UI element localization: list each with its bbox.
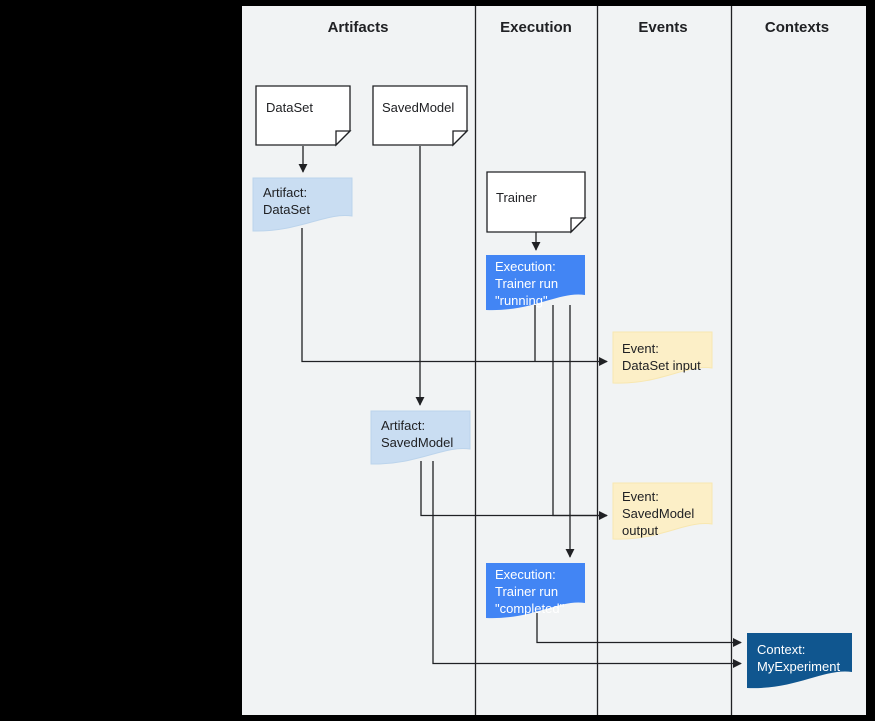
- hit-context-myexperiment[interactable]: [747, 633, 852, 688]
- hit-document-dataset[interactable]: [256, 86, 350, 145]
- hit-event-dataset-input[interactable]: [613, 332, 712, 383]
- hit-document-savedmodel[interactable]: [373, 86, 467, 145]
- hit-event-savedmodel-output[interactable]: [613, 483, 712, 539]
- hit-execution-completed[interactable]: [486, 563, 585, 618]
- hit-execution-running[interactable]: [486, 255, 585, 310]
- column-header-events: Events: [638, 19, 688, 36]
- column-header-execution: Execution: [500, 19, 572, 36]
- column-header-contexts: Contexts: [764, 19, 830, 36]
- column-header-artifacts: Artifacts: [327, 19, 389, 36]
- hit-artifact-savedmodel[interactable]: [371, 411, 470, 464]
- hit-artifact-dataset[interactable]: [253, 178, 352, 231]
- hit-document-trainer[interactable]: [487, 172, 585, 232]
